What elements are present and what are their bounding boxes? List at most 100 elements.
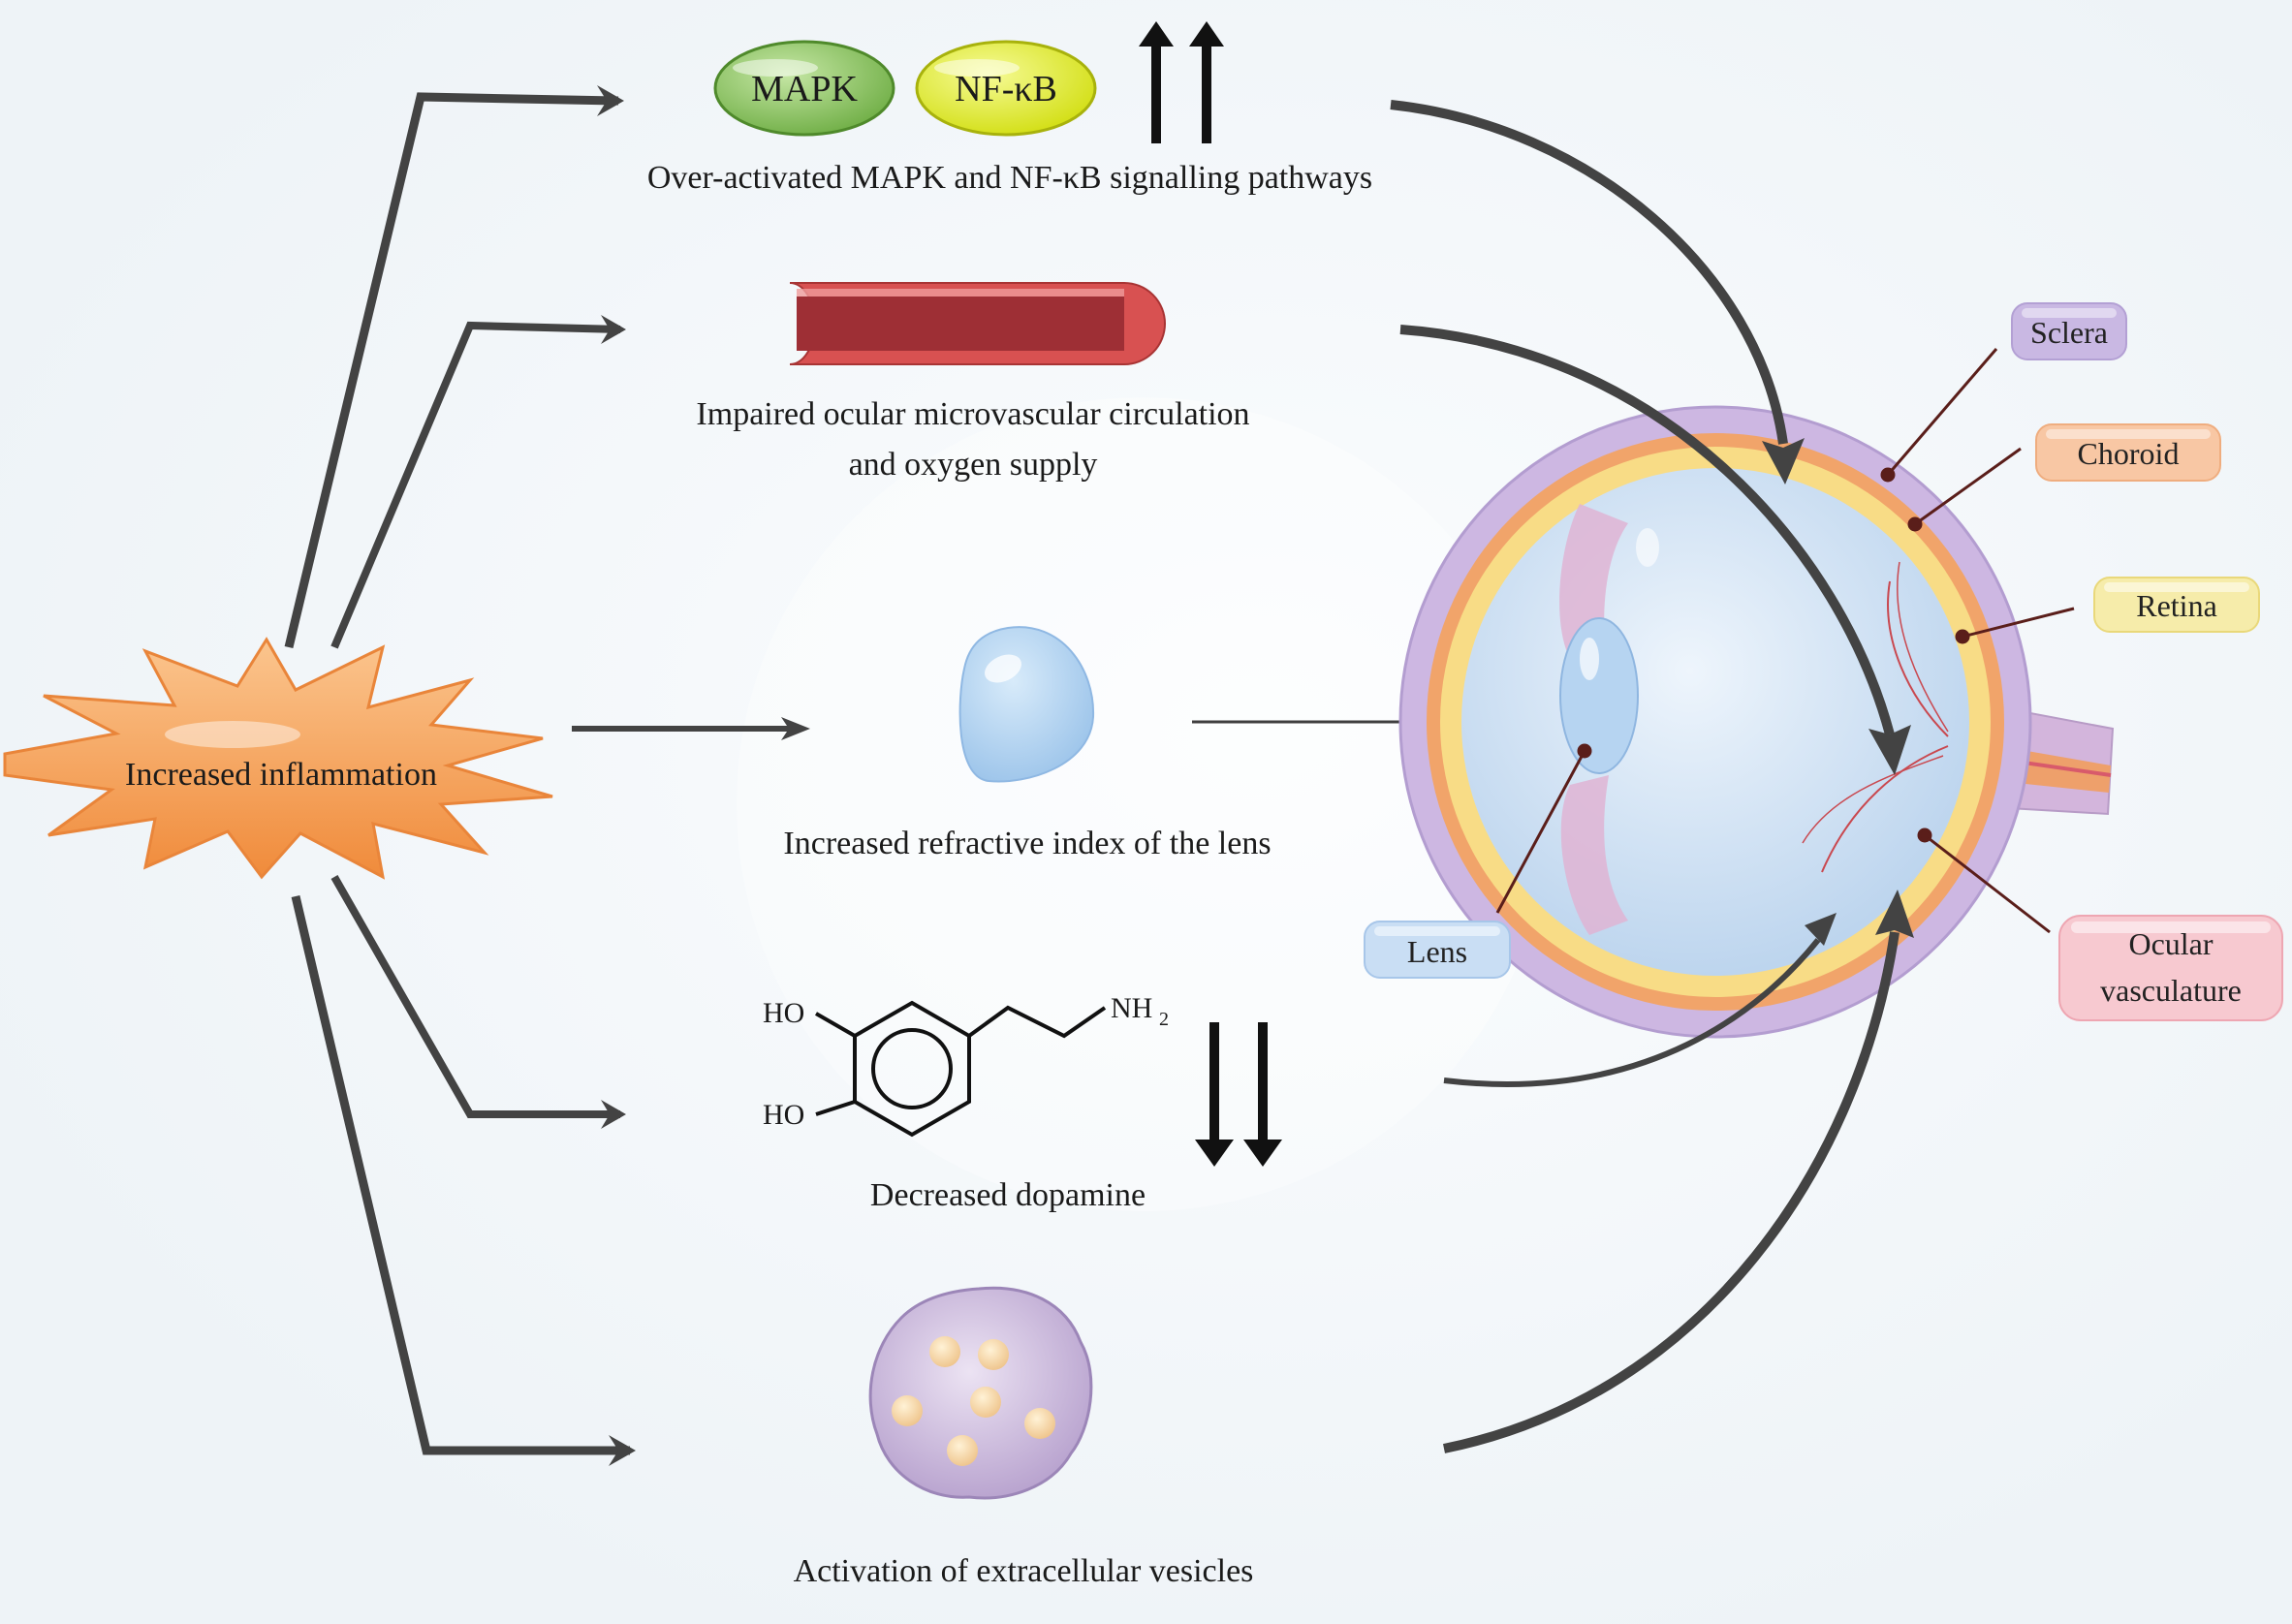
leader-dot-choroid (1907, 516, 1923, 532)
curved-arrow-pathways (1390, 100, 1788, 445)
lens-highlight (1580, 638, 1599, 680)
arrowhead-pathways (597, 85, 624, 116)
ethylamine-chain (967, 1005, 1107, 1039)
vasculature-label-2: vasculature (2100, 973, 2242, 1008)
branch-arrow-pathways (284, 92, 619, 649)
vesicle-dot (892, 1395, 923, 1426)
benzene-inner-circle (871, 1028, 953, 1109)
curved-arrow-dopamine (1443, 938, 1821, 1087)
vitreous-highlight (1636, 528, 1659, 567)
retinal-vessel (1802, 755, 1944, 844)
blood-vessel-lumen (797, 297, 1124, 351)
leader-dot-retina (1955, 629, 1970, 644)
vesicle-dot (970, 1387, 1001, 1418)
retinal-vessel (1821, 745, 1949, 873)
choroid-pill: Choroid (2035, 423, 2221, 482)
leader-retina (1962, 607, 2075, 639)
eye-labels: Sclera Choroid Retina Lens Ocular vascul… (1364, 302, 2283, 1021)
retinal-vessel (1897, 561, 1949, 733)
curved-arrowhead-pathways (1762, 438, 1805, 484)
leader-lens (1495, 750, 1586, 914)
up-arrowhead-2 (1189, 21, 1224, 47)
bond-oh-bottom (815, 1100, 856, 1116)
leader-vasculature (1924, 833, 2051, 934)
ho-top-label: HO (763, 997, 804, 1029)
branch-arrow-vesicles (291, 894, 630, 1455)
branch-arrow-dopamine (330, 875, 620, 1118)
sclera-label: Sclera (2030, 315, 2108, 350)
dopamine-molecule (815, 1000, 1107, 1138)
vasculature-pill-gloss (2071, 921, 2271, 933)
arrowhead-dopamine (601, 1100, 626, 1129)
mapk-highlight (733, 59, 818, 77)
leader-choroid (1914, 447, 2022, 526)
background-glow (737, 397, 1551, 1211)
curved-arrow-microvascular (1399, 325, 1895, 736)
microvascular-caption-1: Impaired ocular microvascular circulatio… (696, 396, 1249, 432)
vesicles-caption: Activation of extracellular vesicles (794, 1553, 1254, 1589)
retina-pill: Retina (2093, 577, 2260, 633)
lens-droplet-highlight (985, 654, 1021, 683)
vesicles-group: Activation of extracellular vesicles (794, 1286, 1254, 1589)
retinal-vessel (1887, 580, 1949, 737)
branch-arrow-microvascular (330, 321, 621, 649)
vesicle-dot (978, 1339, 1009, 1370)
starburst-shape (3, 637, 553, 880)
arrowhead-vesicles (609, 1435, 636, 1466)
ciliary-body-bottom (1560, 775, 1628, 935)
down-arrowhead-2 (1243, 1140, 1282, 1167)
starburst-highlight (165, 721, 300, 748)
nh-label: NH (1111, 992, 1152, 1024)
choroid-label: Choroid (2078, 436, 2180, 471)
bond-oh-top (815, 1012, 856, 1038)
choroid-pill-gloss (2046, 429, 2211, 439)
microvascular-caption-2: and oxygen supply (849, 447, 1098, 483)
vesicle-dot (929, 1336, 960, 1367)
dopamine-caption: Decreased dopamine (870, 1177, 1146, 1213)
lens-pill-gloss (1374, 926, 1500, 936)
choroid-pill-bg (2035, 423, 2221, 482)
sclera-pill-gloss (2022, 308, 2117, 318)
vasculature-pill-bg (2058, 915, 2283, 1021)
pathways-caption: Over-activated MAPK and NF-κB signalling… (647, 160, 1372, 196)
down-arrowhead-1 (1195, 1140, 1234, 1167)
dopamine-group: HO HO NH 2 Decreased dopamine (763, 992, 1282, 1213)
vasculature-pill: Ocular vasculature (2058, 915, 2283, 1021)
curved-arrow-vesicles (1442, 931, 1900, 1453)
convergence-arrows (1390, 100, 1914, 1453)
eye-cross-section (1398, 405, 2115, 1039)
leader-dot-vasculature (1917, 828, 1932, 843)
ho-bottom-label: HO (763, 1099, 804, 1131)
retina-pill-gloss (2104, 582, 2249, 592)
leader-dot-lens (1577, 743, 1592, 759)
leader-sclera (1886, 348, 1998, 476)
vasculature-label-1: Ocular (2128, 926, 2213, 961)
hub-label: Increased inflammation (125, 757, 437, 793)
curved-arrowhead-microvascular (1868, 725, 1911, 775)
arrowhead-microvascular (601, 315, 626, 344)
nfkb-highlight (934, 59, 1020, 77)
curved-arrowhead-vesicles (1875, 890, 1914, 938)
curved-arrowhead-dopamine (1805, 913, 1837, 946)
arrowhead-lens (781, 717, 810, 740)
up-arrowhead-1 (1139, 21, 1174, 47)
lens-label: Lens (1407, 934, 1467, 969)
lens-effect-caption: Increased refractive index of the lens (783, 826, 1271, 861)
blood-vessel-highlight (797, 289, 1124, 297)
vesicle-dot (947, 1435, 978, 1466)
pathways-group: MAPK NF-κB Over-activated MAPK and NF-κB… (647, 21, 1372, 196)
nh-subscript: 2 (1159, 1009, 1169, 1030)
branch-arrows (284, 85, 810, 1466)
inflammation-starburst: Increased inflammation (3, 637, 553, 880)
label-leaders (1495, 348, 2075, 934)
lens-effect-group: Increased refractive index of the lens (783, 626, 1599, 861)
retina-label: Retina (2136, 588, 2217, 623)
nfkb-label: NF-κB (955, 69, 1057, 109)
lens-body (1559, 617, 1639, 774)
mapk-label: MAPK (751, 69, 858, 109)
vesicle-dot (1024, 1408, 1055, 1439)
lens-pill: Lens (1364, 921, 1511, 979)
leader-dot-sclera (1880, 467, 1896, 483)
